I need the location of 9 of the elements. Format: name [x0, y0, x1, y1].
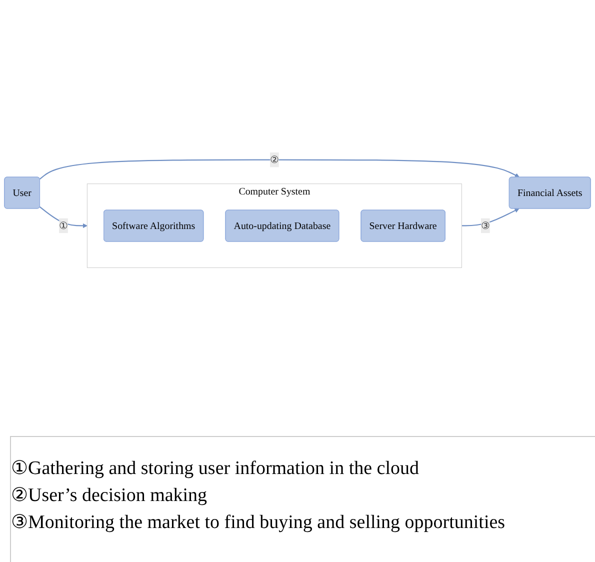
- arrow: [39, 206, 88, 228]
- note-text: ③Monitoring the market to find buying and selling opportunities: [11, 511, 506, 535]
- arrow: [40, 159, 520, 180]
- note-text: ②User’s decision making: [11, 484, 208, 508]
- edge-label: ③: [481, 220, 490, 231]
- edge-label: ②: [270, 154, 279, 166]
- note-text: ①Gathering and storing user information in the cloud: [11, 457, 420, 481]
- arrow: [462, 208, 520, 226]
- edge-label: ①: [59, 220, 68, 231]
